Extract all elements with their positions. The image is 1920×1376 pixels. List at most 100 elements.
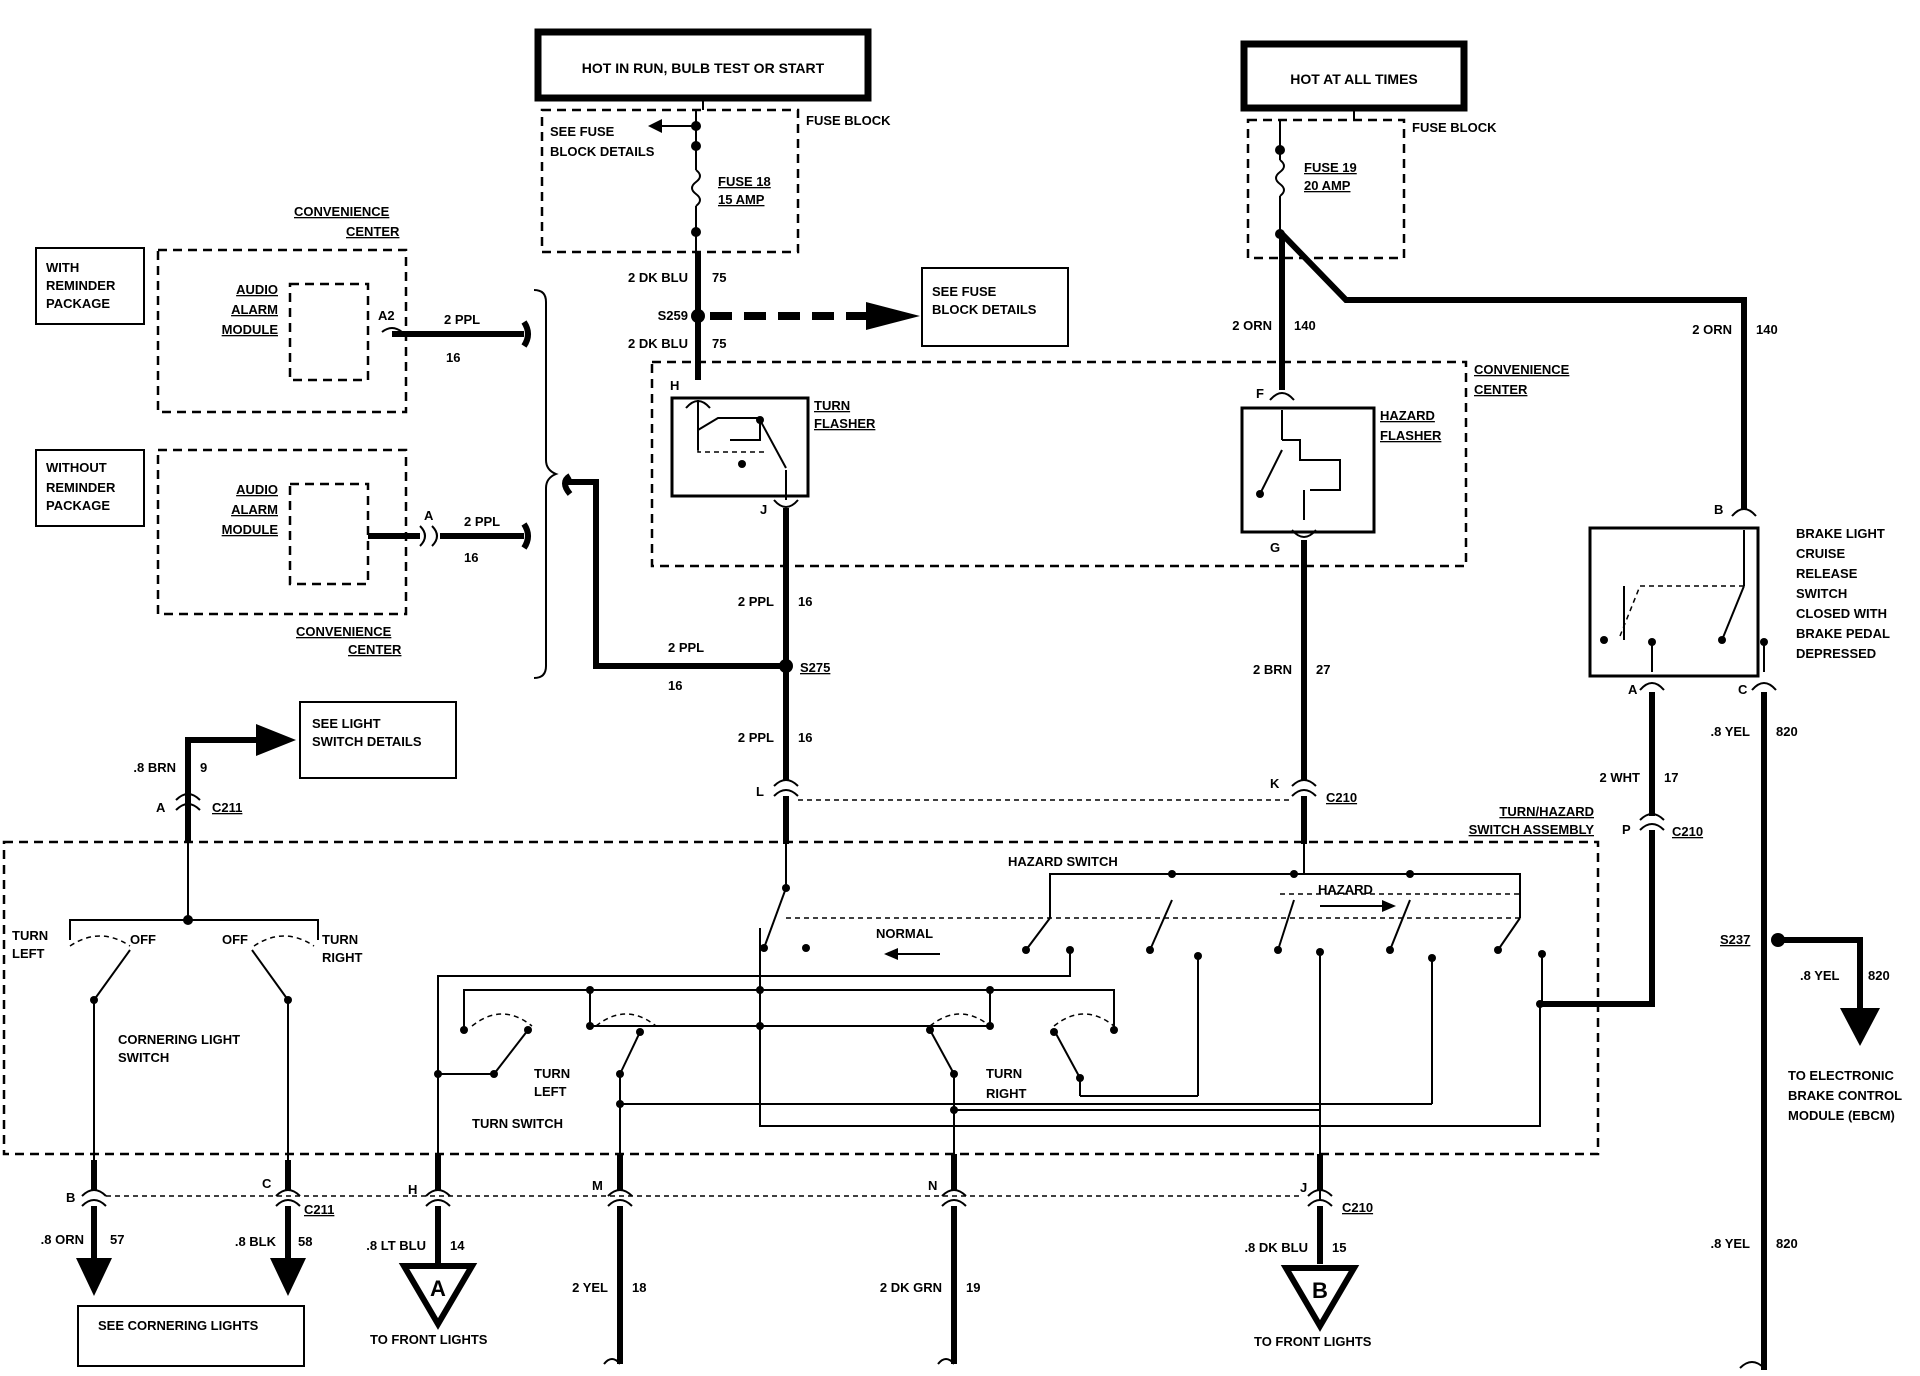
turn-left-2: LEFT — [534, 1084, 567, 1099]
brake-7: DEPRESSED — [1796, 646, 1876, 661]
dkgrn19-circuit: 19 — [966, 1280, 980, 1295]
see-light-1: SEE LIGHT — [312, 716, 381, 731]
c210b-label: C210 — [1672, 824, 1703, 839]
see-fuse-inner-2: BLOCK DETAILS — [550, 144, 655, 159]
turn-hazard-switch-assembly — [2, 840, 1600, 1156]
brn27-circuit: 27 — [1316, 662, 1330, 677]
without-reminder-3: PACKAGE — [46, 498, 110, 513]
ebcm-1: TO ELECTRONIC — [1788, 1068, 1895, 1083]
pin-m-bottom: M — [592, 1178, 603, 1193]
blk58-color: .8 BLK — [235, 1234, 277, 1249]
pin-j-bottom: J — [1300, 1180, 1307, 1195]
turn-right-2: RIGHT — [986, 1086, 1027, 1101]
pin-p: P — [1622, 822, 1631, 837]
orn57-circuit: 57 — [110, 1232, 124, 1247]
pin-a2: A2 — [378, 308, 395, 323]
pin-g: G — [1270, 540, 1280, 555]
dkgrn19-color: 2 DK GRN — [880, 1280, 942, 1295]
to-front-lights-b: TO FRONT LIGHTS — [1254, 1334, 1372, 1349]
ltblu14-color: .8 LT BLU — [366, 1238, 426, 1253]
brake-light-switch: B BRAKE LIGHT CRUISE RELEASE SWITCH CLOS… — [1588, 502, 1890, 678]
to-front-lights-a: TO FRONT LIGHTS — [370, 1332, 488, 1347]
pin-c-bottom: C — [262, 1176, 272, 1191]
cornering-1: CORNERING LIGHT — [118, 1032, 240, 1047]
without-reminder-1: WITHOUT — [46, 460, 107, 475]
wire-75a-color: 2 DK BLU — [628, 270, 688, 285]
audio-1c: MODULE — [222, 322, 279, 337]
audio-2b: ALARM — [231, 502, 278, 517]
ppl4-color: 2 PPL — [738, 594, 774, 609]
brake-4: SWITCH — [1796, 586, 1847, 601]
see-light-switch-box: SEE LIGHT SWITCH DETAILS — [299, 701, 457, 779]
without-reminder-box: WITHOUT REMINDER PACKAGE — [35, 449, 145, 527]
with-reminder-box: WITH REMINDER PACKAGE — [35, 247, 145, 325]
splice-s259 — [691, 309, 705, 323]
convenience-center-flashers — [650, 360, 1468, 568]
ltblu14-circuit: 14 — [450, 1238, 465, 1253]
yel820a-circuit: 820 — [1776, 724, 1798, 739]
pin-n-bottom: N — [928, 1178, 937, 1193]
blk58-circuit: 58 — [298, 1234, 312, 1249]
fuse-19-label: FUSE 19 — [1304, 160, 1357, 175]
brn9-color: .8 BRN — [133, 760, 176, 775]
audio-2c: MODULE — [222, 522, 279, 537]
with-reminder-3: PACKAGE — [46, 296, 110, 311]
orn57-color: .8 ORN — [41, 1232, 84, 1247]
c211b-label: C211 — [304, 1202, 334, 1217]
off-left: OFF — [130, 932, 156, 947]
fuse-block-left: FUSE BLOCK SEE FUSE BLOCK DETAILS FUSE 1… — [540, 108, 891, 254]
cornering-2: SWITCH — [118, 1050, 169, 1065]
c210c-label: C210 — [1342, 1200, 1373, 1215]
fuse-19-amp: 20 AMP — [1304, 178, 1351, 193]
yel820a-color: .8 YEL — [1710, 724, 1750, 739]
ppl1-color: 2 PPL — [444, 312, 480, 327]
turn-flasher-label1: TURN — [814, 398, 850, 413]
audio-2a: AUDIO — [236, 482, 278, 497]
audio-1b: ALARM — [231, 302, 278, 317]
audio-1a: AUDIO — [236, 282, 278, 297]
corner-turn-left-1: TURN — [12, 928, 48, 943]
brn9-circuit: 9 — [200, 760, 207, 775]
ppl5-circuit: 16 — [798, 730, 812, 745]
brake-1: BRAKE LIGHT — [1796, 526, 1885, 541]
pin-a-c211: A — [156, 800, 166, 815]
splice-s275 — [779, 659, 793, 673]
ppl2-color: 2 PPL — [464, 514, 500, 529]
s237-label: S237 — [1720, 932, 1750, 947]
turn-left-1: TURN — [534, 1066, 570, 1081]
dkblu15-circuit: 15 — [1332, 1240, 1346, 1255]
brn27-color: 2 BRN — [1253, 662, 1292, 677]
pin-a-brake: A — [1628, 682, 1638, 697]
brake-6: BRAKE PEDAL — [1796, 626, 1890, 641]
alternative-bracket — [533, 289, 559, 679]
hazard-flasher-label1: HAZARD — [1380, 408, 1435, 423]
pin-l: L — [756, 784, 764, 799]
see-fuse-1: SEE FUSE — [932, 284, 997, 299]
dkblu15-color: .8 DK BLU — [1244, 1240, 1308, 1255]
ebcm-2: BRAKE CONTROL — [1788, 1088, 1902, 1103]
normal-label: NORMAL — [876, 926, 933, 941]
w140b-circuit: 140 — [1756, 322, 1778, 337]
yel18-color: 2 YEL — [572, 1280, 608, 1295]
brake-2: CRUISE — [1796, 546, 1845, 561]
off-right: OFF — [222, 932, 248, 947]
hot-at-all-times-label: HOT AT ALL TIMES — [1290, 71, 1418, 87]
wire-75b-color: 2 DK BLU — [628, 336, 688, 351]
with-reminder-2: REMINDER — [46, 278, 116, 293]
hazard-flasher-label2: FLASHER — [1380, 428, 1442, 443]
see-fuse-block-details-box: SEE FUSE BLOCK DETAILS — [921, 267, 1069, 347]
hazard-switch-label: HAZARD SWITCH — [1008, 854, 1118, 869]
corner-turn-left-2: LEFT — [12, 946, 45, 961]
pin-b-brake: B — [1714, 502, 1723, 517]
c211a-label: C211 — [212, 800, 242, 815]
brake-3: RELEASE — [1796, 566, 1858, 581]
assembly-2: SWITCH ASSEMBLY — [1469, 822, 1595, 837]
pin-j: J — [760, 502, 767, 517]
pin-b-bottom: B — [66, 1190, 75, 1205]
yel820b-circuit: 820 — [1868, 968, 1890, 983]
wire-75b-circuit: 75 — [712, 336, 726, 351]
brake-5: CLOSED WITH — [1796, 606, 1887, 621]
convenience-upper-1: CONVENIENCE — [294, 204, 390, 219]
convenience-upper-2: CENTER — [346, 224, 400, 239]
